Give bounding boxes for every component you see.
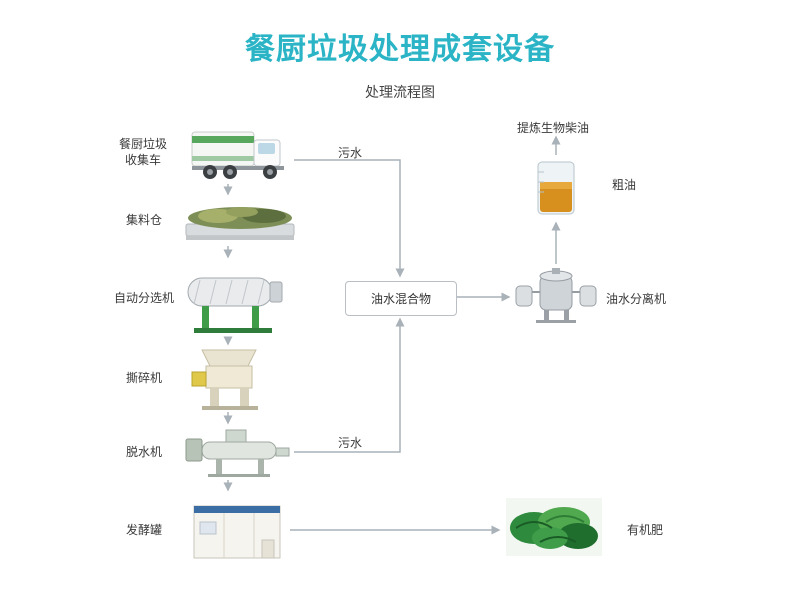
separator-label: 油水分离机 [606,292,667,306]
sewage-label-top: 污水 [338,146,363,160]
page-title: 餐厨垃圾处理成套设备 [245,33,555,66]
oil-water-separator-image [512,266,600,324]
step-label-collection-bin: 集料仓 [125,213,162,227]
auto-sorting-machine-image [186,262,286,336]
sewage-label-bottom: 污水 [338,436,363,450]
fermentation-tank-image [188,496,286,564]
step-label-fermentation: 发酵罐 [125,523,162,537]
crude-oil-beaker-image [514,158,598,220]
page-subtitle: 处理流程图 [365,84,435,100]
collection-bin-conveyor-image [184,198,296,244]
dewatering-machine-image [184,428,292,478]
shredder-machine-image [190,348,266,410]
organic-fertilizer-label: 有机肥 [627,523,664,537]
step-label-collection-truck: 餐厨垃圾收集车 [118,137,167,167]
organic-fertilizer-image [506,498,602,556]
biodiesel-label: 提炼生物柴油 [517,121,590,135]
step-label-auto-sorter: 自动分选机 [113,291,174,305]
collection-truck-image [188,120,292,182]
crude-oil-label: 粗油 [612,178,637,192]
step-label-shredder: 撕碎机 [125,371,162,385]
oil-water-mixture-box: 油水混合物 [345,281,457,316]
step-label-dewatering: 脱水机 [125,445,162,459]
